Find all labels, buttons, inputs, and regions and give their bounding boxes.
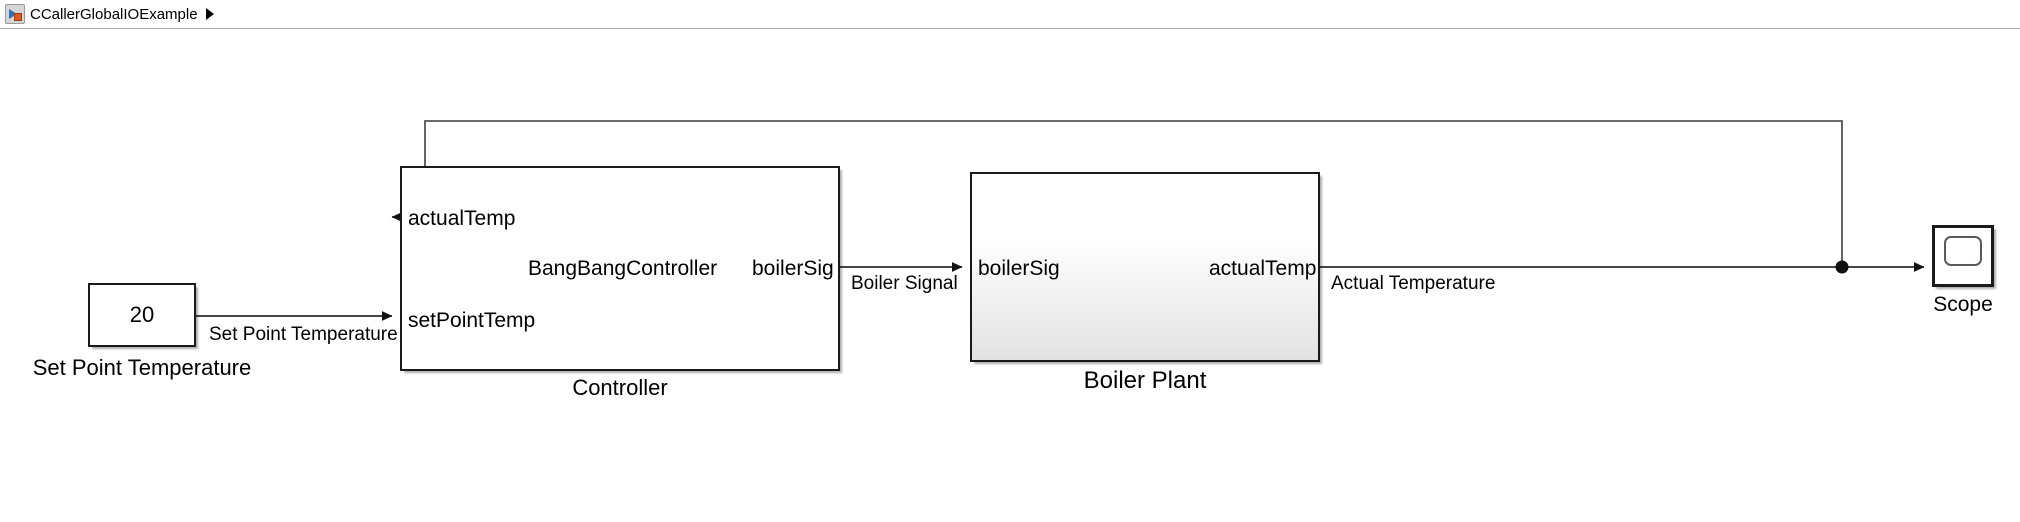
signal-label-boiler-signal: Boiler Signal (851, 273, 958, 294)
signal-label-actual-temperature: Actual Temperature (1331, 273, 1496, 294)
block-label-scope: Scope (1933, 293, 1993, 316)
block-label-boiler-plant: Boiler Plant (1083, 367, 1207, 394)
signal-label-set-point-temperature: Set Point Temperature (209, 324, 398, 345)
port-label-controller-boilersig: boilerSig (752, 257, 834, 280)
simulink-model-icon (5, 4, 25, 24)
constant-value: 20 (129, 302, 155, 327)
model-canvas[interactable]: 20 Set Point Temperature Set Point Tempe… (0, 29, 2020, 522)
block-controller[interactable] (400, 166, 840, 371)
scope-screen-icon (1944, 236, 1982, 266)
port-label-boilerplant-boilersig: boilerSig (978, 257, 1060, 280)
chevron-right-icon[interactable] (205, 8, 214, 20)
block-label-controller: Controller (572, 375, 668, 400)
mask-label-bangbangcontroller: BangBangController (528, 257, 718, 280)
block-set-point-temperature[interactable]: 20 (88, 283, 196, 347)
block-scope[interactable] (1932, 225, 1994, 287)
block-boiler-plant[interactable] (970, 172, 1320, 362)
port-label-controller-setpointtemp: setPointTemp (408, 309, 536, 332)
breadcrumb-bar: CCallerGlobalIOExample (0, 0, 2020, 29)
port-label-boilerplant-actualtemp: actualTemp (1209, 257, 1317, 280)
breadcrumb-model-name[interactable]: CCallerGlobalIOExample (30, 5, 198, 23)
breadcrumb[interactable]: CCallerGlobalIOExample (0, 0, 214, 28)
block-label-set-point-temperature: Set Point Temperature (32, 355, 252, 380)
signal-junction-dot (1835, 260, 1849, 274)
port-label-controller-actualtemp: actualTemp (408, 207, 516, 230)
